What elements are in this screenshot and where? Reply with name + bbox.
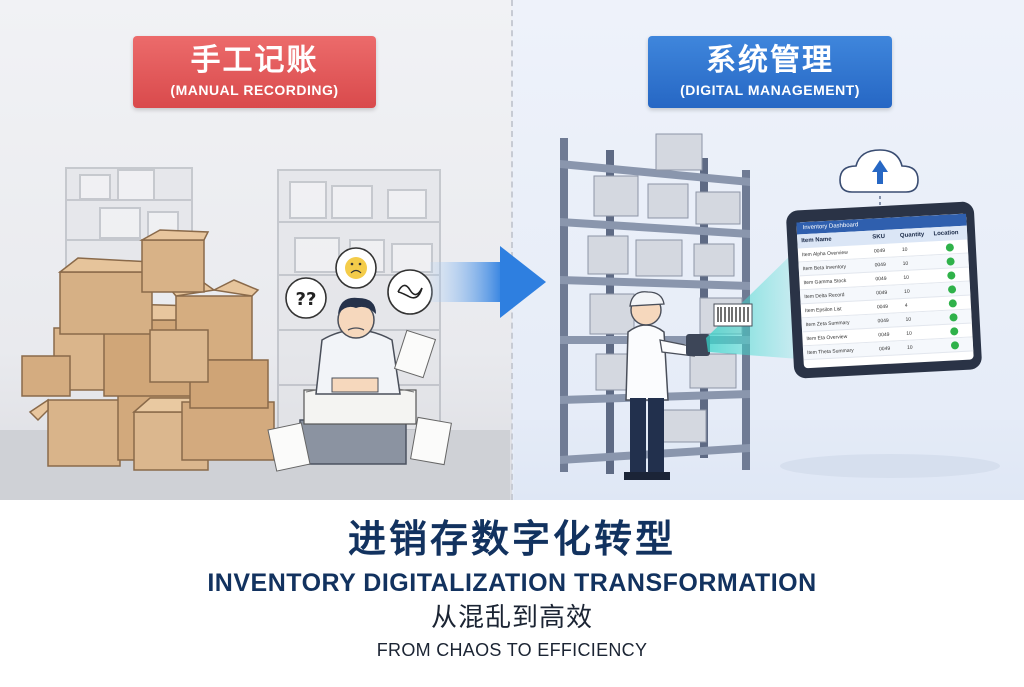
table-cell-quantity: 10: [902, 260, 909, 267]
table-cell-item: Item Epsilon List: [804, 305, 842, 314]
check-icon: [946, 256, 955, 266]
table-cell-item: Item Beta Inventory: [802, 263, 847, 272]
table-cell-sku: 0049: [875, 289, 888, 296]
column-header-quantity: Quantity: [899, 231, 925, 240]
table-cell-item: Item Alpha Overview: [801, 249, 848, 258]
table-cell-sku: 0049: [877, 317, 889, 324]
manual-title-zh: 手工记账: [190, 43, 319, 78]
check-icon: [947, 284, 957, 294]
check-icon: [945, 242, 955, 252]
stressed-clerk: [267, 297, 452, 472]
digital-management-label: 系统管理 (DIGITAL MANAGEMENT): [648, 36, 892, 108]
table-cell-quantity: 4: [904, 302, 908, 309]
transformation-arrow: [430, 246, 546, 318]
table-cell-item: Item Gamma Stock: [803, 277, 847, 286]
table-cell-sku: 0049: [873, 247, 886, 254]
table-cell-sku: 0049: [878, 345, 891, 352]
metal-storage-shelf: [560, 133, 750, 474]
table-cell-sku: 0049: [875, 275, 887, 282]
column-header-sku: SKU: [872, 233, 886, 241]
check-icon: [950, 340, 960, 350]
main-title-zh: 进销存数字化转型: [347, 517, 676, 561]
main-title-en: INVENTORY DIGITALIZATION TRANSFORMATION: [207, 569, 817, 597]
confused-thought-bubbles: [285, 247, 433, 319]
tablet-header-title: Inventory Dashboard: [802, 222, 859, 232]
subtitle-zh: 从混乱到高效: [430, 603, 593, 633]
tablet-screen: Inventory Dashboard Item Name SKU Quanti…: [796, 213, 974, 369]
table-cell-quantity: 10: [905, 316, 912, 323]
check-icon: [947, 270, 956, 280]
table-cell-item: Item Eta Overview: [806, 333, 848, 342]
table-cell-sku: 0049: [874, 261, 886, 268]
digital-title-zh: 系统管理: [706, 43, 834, 78]
cardboard-boxes-pile: [21, 229, 275, 471]
scan-beam: [706, 250, 812, 360]
table-cell-quantity: 10: [903, 274, 910, 281]
check-icon: [948, 298, 957, 308]
warehouse-worker: [624, 291, 710, 480]
barcode-scanner-icon: [686, 334, 710, 356]
table-cell-item: Item Delta Record: [804, 291, 845, 300]
panel-divider: [511, 0, 513, 500]
table-cell-item: Item Zeta Summary: [805, 319, 850, 328]
tablet-shadow: [780, 454, 1000, 478]
table-cell-quantity: 10: [906, 344, 913, 351]
manual-recording-label: 手工记账 (MANUAL RECORDING): [133, 36, 376, 108]
digital-title-en: (DIGITAL MANAGEMENT): [680, 82, 860, 98]
check-icon: [949, 312, 958, 322]
table-cell-sku: 0049: [876, 303, 889, 310]
table-cell-quantity: 10: [903, 288, 910, 295]
subtitle-en: FROM CHAOS TO EFFICIENCY: [376, 640, 648, 660]
table-cell-item: Item Theta Summary: [807, 347, 854, 356]
table-cell-quantity: 10: [906, 330, 913, 337]
check-icon: [950, 326, 959, 336]
cloud-upload-icon: [839, 149, 919, 216]
question-marks-bubble: ??: [296, 289, 317, 310]
table-cell-quantity: 10: [901, 246, 908, 253]
column-header-location: Location: [933, 230, 959, 238]
manual-title-en: (MANUAL RECORDING): [170, 82, 339, 98]
table-cell-sku: 0049: [878, 331, 890, 338]
barcode-icon: [713, 303, 753, 327]
